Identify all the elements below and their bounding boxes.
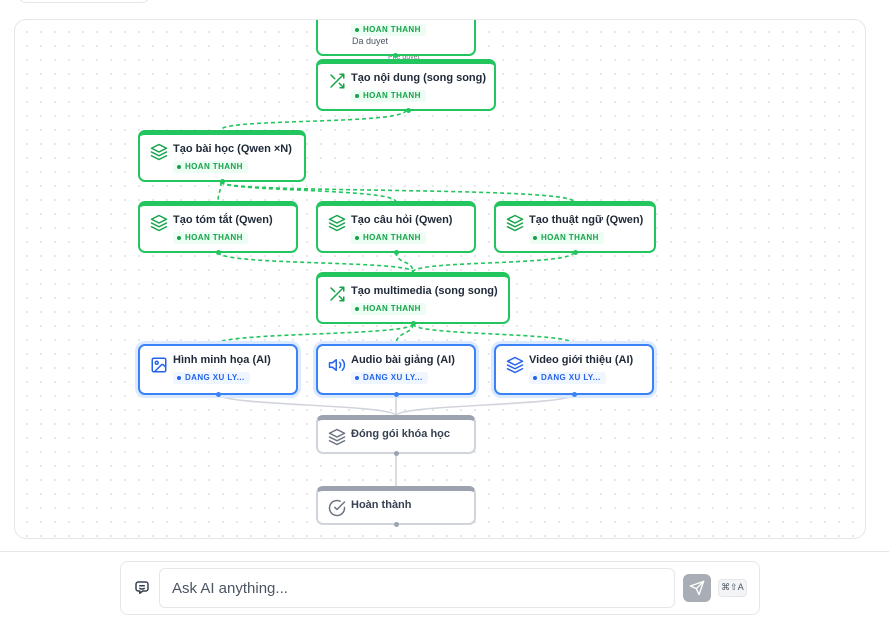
status-badge: HOAN THANH <box>173 161 248 173</box>
status-badge: DANG XU LY... <box>529 372 606 384</box>
node-title: Tạo bài học (Qwen ×N) <box>173 143 292 155</box>
node-title: Hoàn thành <box>351 499 412 511</box>
edge-multimedia-illustration <box>217 323 414 345</box>
node-questions[interactable]: Tạo câu hỏi (Qwen) HOAN THANH <box>316 201 476 255</box>
node-title: Video giới thiệu (AI) <box>529 354 634 366</box>
node-lessons[interactable]: Tạo bài học (Qwen ×N) HOAN THANH <box>138 130 306 184</box>
speaker-icon <box>328 359 346 371</box>
node-video[interactable]: Video giới thiệu (AI) DANG XU LY... <box>494 344 654 397</box>
edge-questions-multimedia <box>395 251 414 273</box>
status-badge: HOAN THANH <box>351 232 426 244</box>
edge-lessons-summary <box>217 181 222 203</box>
output-handle[interactable] <box>573 250 578 255</box>
edge-video-package <box>395 393 575 417</box>
edge-lessons-questions <box>220 181 397 203</box>
output-handle[interactable] <box>394 522 399 527</box>
output-handle[interactable] <box>406 108 411 113</box>
output-handle[interactable] <box>394 451 399 456</box>
ask-ai-input[interactable] <box>159 568 675 608</box>
output-handle[interactable] <box>572 392 577 397</box>
edge-content-lessons <box>220 109 407 131</box>
status-badge: DANG XU LY... <box>351 372 428 384</box>
shuffle-icon <box>330 286 345 302</box>
check-circle-icon <box>328 499 346 517</box>
output-handle[interactable] <box>394 250 399 255</box>
layers-icon <box>506 214 524 232</box>
edge-multimedia-audio <box>395 323 414 345</box>
edge-lessons-glossary <box>220 181 575 203</box>
node-title: Tạo thuật ngữ (Qwen) <box>529 214 644 226</box>
node-title: Hình minh họa (AI) <box>173 354 271 366</box>
edge-glossary-multimedia <box>412 251 575 273</box>
status-badge: HOAN THANH <box>351 90 426 102</box>
workflow-canvas[interactable]: Phe duyet HOAN THANH Da duyet Tạo nội du… <box>14 19 866 539</box>
output-handle[interactable] <box>216 392 221 397</box>
output-handle[interactable] <box>411 321 416 326</box>
node-package[interactable]: Đóng gói khóa học <box>316 415 476 456</box>
layers-icon <box>328 214 346 232</box>
layers-icon <box>506 356 524 374</box>
node-illustration[interactable]: Hình minh họa (AI) DANG XU LY... <box>138 344 298 397</box>
status-badge: HOAN THANH <box>351 24 426 36</box>
status-badge: DANG XU LY... <box>173 372 250 384</box>
edge-label-approve: Phe duyet <box>388 54 420 61</box>
node-glossary[interactable]: Tạo thuật ngữ (Qwen) HOAN THANH <box>494 201 656 255</box>
node-title: Tạo nội dung (song song) <box>351 72 487 84</box>
edge-multimedia-video <box>412 323 575 345</box>
node-note: Da duyet <box>352 36 389 46</box>
status-badge: HOAN THANH <box>529 232 604 244</box>
layers-icon <box>328 428 346 446</box>
output-handle[interactable] <box>220 179 225 184</box>
node-approval[interactable]: HOAN THANH Da duyet <box>316 20 476 58</box>
edge-illustration-package <box>217 393 397 417</box>
edge-summary-multimedia <box>217 251 414 273</box>
output-handle[interactable] <box>216 250 221 255</box>
node-title: Tạo câu hỏi (Qwen) <box>351 214 453 226</box>
status-badge: HOAN THANH <box>173 232 248 244</box>
node-title: Tạo multimedia (song song) <box>351 285 498 297</box>
node-title: Audio bài giảng (AI) <box>351 354 455 366</box>
send-icon <box>689 580 705 596</box>
node-multimedia[interactable]: Tạo multimedia (song song) HOAN THANH <box>316 272 510 326</box>
node-audio[interactable]: Audio bài giảng (AI) DANG XU LY... <box>316 344 476 397</box>
ai-chat-bar: ⌘⇧A <box>120 561 760 615</box>
output-handle[interactable] <box>393 53 398 58</box>
node-complete[interactable]: Hoàn thành <box>316 486 476 527</box>
chat-icon <box>135 581 149 594</box>
node-title: Đóng gói khóa học <box>351 428 450 440</box>
shortcut-hint: ⌘⇧A <box>718 579 747 597</box>
status-badge: HOAN THANH <box>351 303 426 315</box>
node-summary[interactable]: Tạo tóm tắt (Qwen) HOAN THANH <box>138 201 298 255</box>
layers-icon <box>150 214 168 232</box>
top-tab <box>18 0 150 3</box>
layers-icon <box>150 143 168 161</box>
node-content[interactable]: Tạo nội dung (song song) HOAN THANH <box>316 59 496 113</box>
workflow-edges: Phe duyet <box>217 52 575 486</box>
shuffle-icon <box>330 73 345 89</box>
node-title: Tạo tóm tắt (Qwen) <box>173 214 273 226</box>
image-icon <box>151 357 167 373</box>
output-handle[interactable] <box>394 392 399 397</box>
send-button[interactable] <box>683 574 711 602</box>
